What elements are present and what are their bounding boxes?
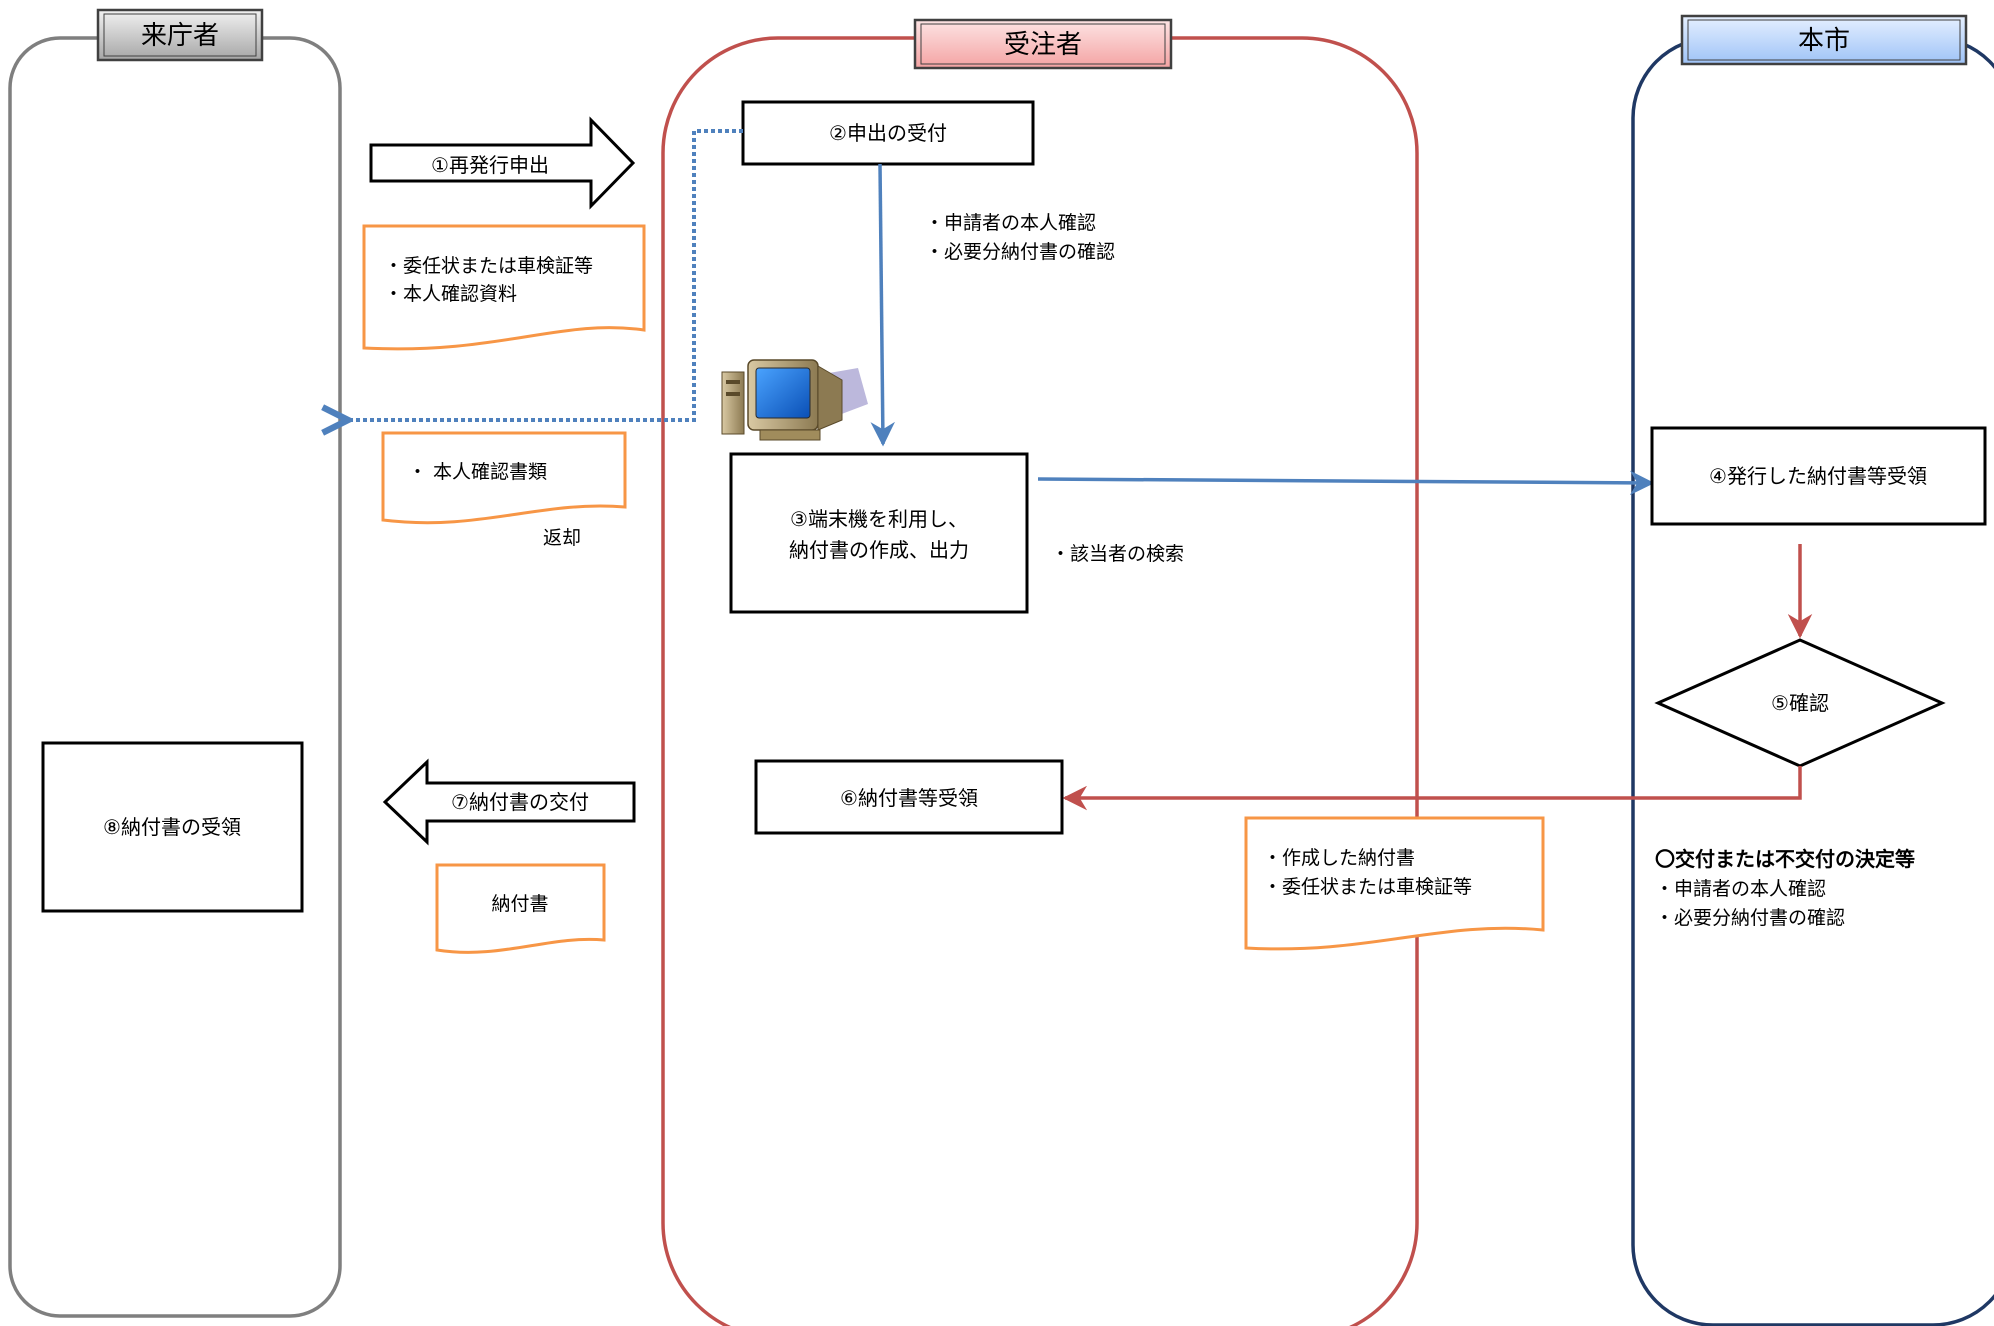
visitor-lane: [8, 36, 342, 1318]
step6-box: ⑥納付書等受領: [754, 759, 1064, 835]
step8-label: ⑧納付書の受領: [103, 815, 241, 839]
document-payment-slip: 納付書: [435, 863, 606, 954]
visitor-lane-header: 来庁者: [96, 8, 264, 62]
document-id: ・ 本人確認書類: [381, 431, 627, 525]
step3-line1: ③端末機を利用し、: [790, 507, 968, 531]
step2-box: ②申出の受付: [741, 100, 1035, 166]
step2-label: ②申出の受付: [829, 121, 947, 145]
step6-label: ⑥納付書等受領: [840, 786, 978, 810]
document-application: ・委任状または車検証等 ・本人確認資料: [362, 224, 646, 351]
computer-terminal-icon: [721, 359, 868, 441]
contractor-lane-header: 受注者: [913, 18, 1173, 70]
return-label: 返却: [543, 527, 581, 549]
step3-line2: 納付書の作成、出力: [789, 538, 969, 562]
step4-box: ④発行した納付書等受領: [1650, 426, 1987, 526]
visitor-lane-title: 来庁者: [141, 21, 219, 51]
decision-line1: ・申請者の本人確認: [1655, 878, 1826, 900]
doc2-text: ・ 本人確認書類: [408, 461, 547, 483]
step1-label: ①再発行申出: [431, 153, 549, 177]
step3-box: ③端末機を利用し、 納付書の作成、出力: [729, 452, 1029, 614]
doc1-line1: ・委任状または車検証等: [384, 255, 593, 277]
decision-title: 〇交付または不交付の決定等: [1655, 847, 1915, 871]
flow-step2-to-step3: [870, 163, 896, 447]
doc1-line2: ・本人確認資料: [384, 283, 517, 305]
check-note-line2: ・必要分納付書の確認: [925, 241, 1115, 263]
step7-arrow: ⑦納付書の交付: [382, 758, 636, 846]
flow-step3-to-step4: [1037, 470, 1655, 496]
doc4-text: 納付書: [491, 893, 548, 915]
doc3-line2: ・委任状または車検証等: [1263, 876, 1472, 898]
city-lane-header: 本市: [1680, 14, 1968, 66]
step5-decision: ⑤確認: [1654, 638, 1946, 768]
decision-line2: ・必要分納付書の確認: [1655, 907, 1845, 929]
doc3-line1: ・作成した納付書: [1263, 847, 1415, 869]
city-lane-title: 本市: [1798, 26, 1850, 56]
step5-label: ⑤確認: [1771, 691, 1829, 715]
document-issued: ・作成した納付書 ・委任状または車検証等: [1244, 816, 1545, 951]
contractor-lane-title: 受注者: [1004, 30, 1082, 60]
step1-arrow: ①再発行申出: [369, 116, 636, 210]
return-dotted-line: [345, 129, 743, 420]
check-note-line1: ・申請者の本人確認: [925, 212, 1096, 234]
step4-label: ④発行した納付書等受領: [1709, 464, 1927, 488]
search-note: ・該当者の検索: [1051, 543, 1184, 565]
step7-label: ⑦納付書の交付: [451, 790, 589, 814]
step8-box: ⑧納付書の受領: [41, 741, 304, 913]
flow-step5-to-step6: [1062, 766, 1802, 811]
